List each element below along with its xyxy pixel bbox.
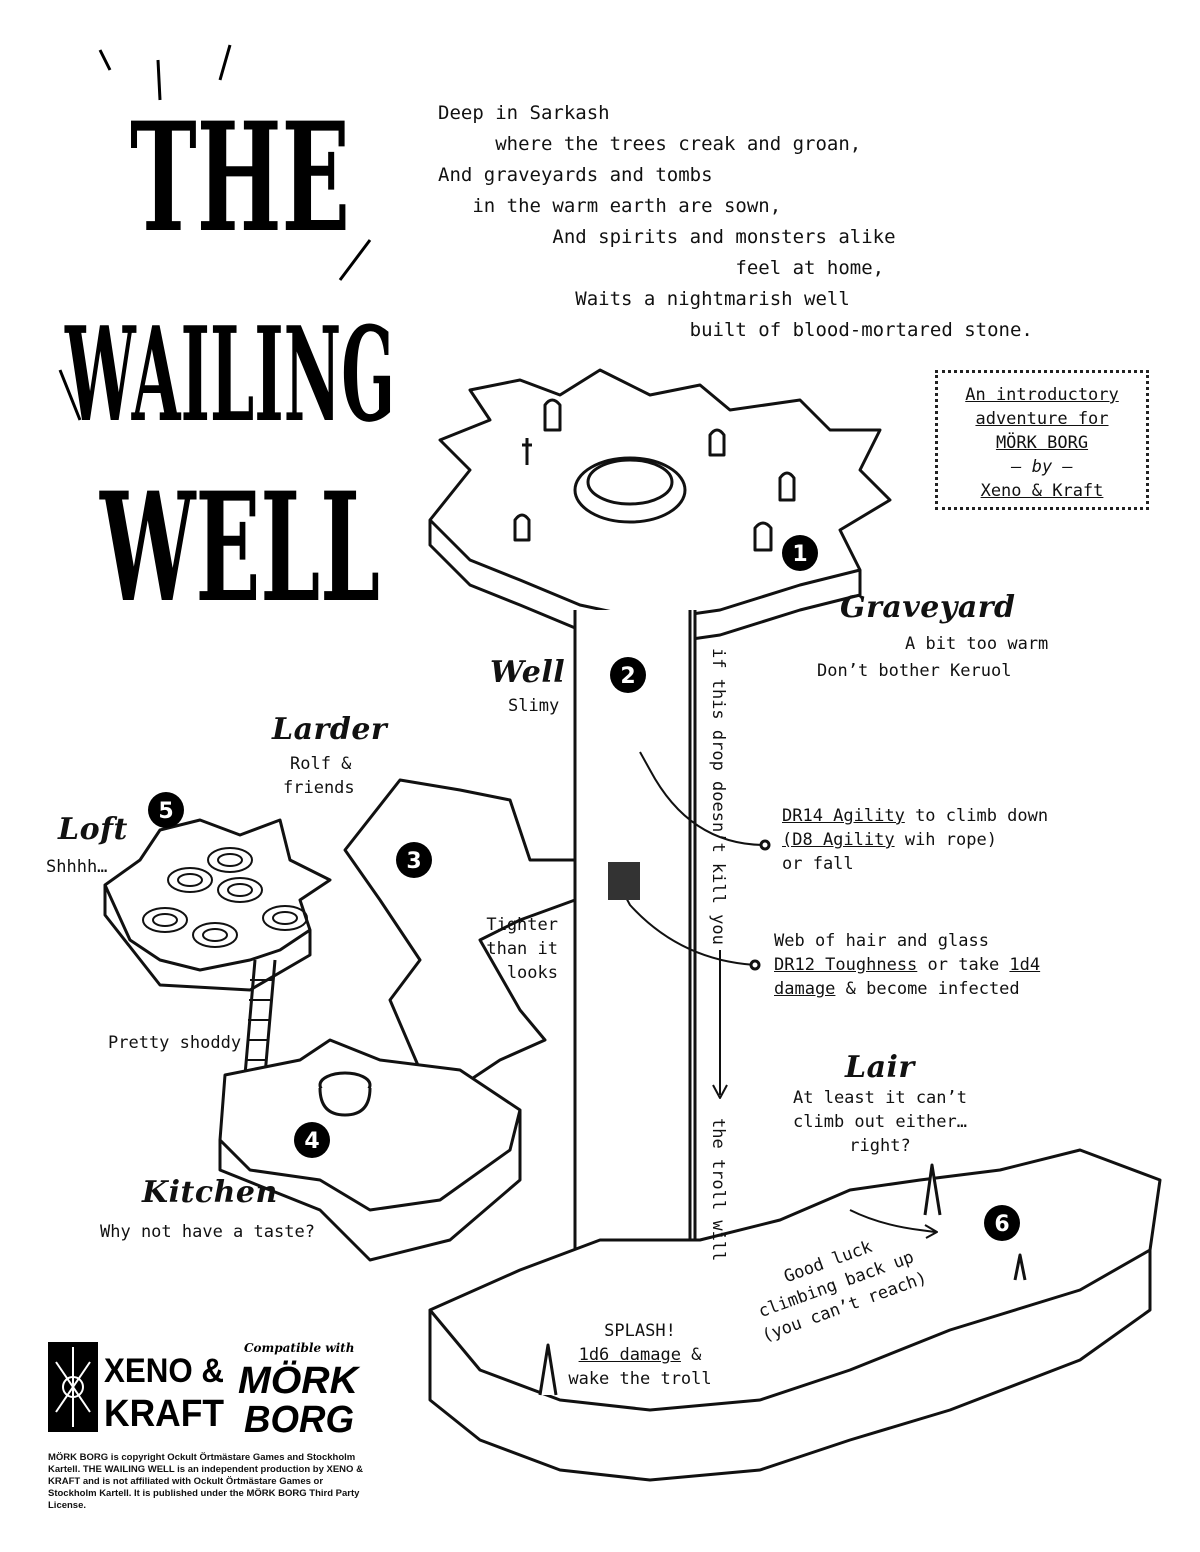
- kitchen-platform: [218, 1038, 522, 1212]
- title-line-3: WELL: [99, 460, 380, 600]
- loft-note: Shhhh…: [46, 857, 108, 877]
- intro-line: MÖRK BORG: [995, 433, 1089, 453]
- title-line-2: WAILING: [64, 298, 395, 451]
- compatible-text: Compatible with: [244, 1341, 354, 1355]
- larder-heading: Larder: [272, 712, 388, 747]
- title-line-1: THE: [130, 90, 350, 266]
- mork-text: MÖRK: [238, 1359, 361, 1402]
- larder-note-1: Rolf &: [290, 754, 352, 774]
- legal-notice: MÖRK BORG is copyright Ockult Örtmästare…: [48, 1452, 363, 1511]
- intro-line: An introductory: [965, 385, 1119, 405]
- svg-text:1: 1: [792, 542, 807, 567]
- location-number-2: 2: [610, 657, 646, 693]
- svg-text:6: 6: [994, 1212, 1009, 1237]
- poem-line: where the trees creak and groan,: [438, 133, 862, 155]
- kitchen-note: Why not have a taste?: [100, 1222, 315, 1242]
- climb-note: DR14 Agility to climb down (D8 Agility w…: [782, 806, 1049, 874]
- loft-heading: Loft: [58, 812, 128, 847]
- poem-line: And graveyards and tombs: [438, 164, 713, 186]
- splash-note: SPLASH! 1d6 damage & wake the troll: [568, 1321, 712, 1389]
- graveyard-note-2: Don’t bother Keruol: [817, 661, 1012, 681]
- svg-text:4: 4: [304, 1129, 319, 1154]
- location-number-6: 6: [984, 1205, 1020, 1241]
- svg-text:5: 5: [158, 799, 173, 824]
- graveyard-note-1: A bit too warm: [905, 634, 1049, 654]
- xeno-text: XENO &: [104, 1352, 224, 1390]
- web-note: Web of hair and glass DR12 Toughness or …: [774, 931, 1041, 999]
- troll-vertical-note: the troll will: [708, 1118, 728, 1262]
- intro-authors: Xeno & Kraft: [980, 481, 1104, 501]
- location-number-4: 4: [294, 1122, 330, 1158]
- location-number-5: 5: [148, 792, 184, 828]
- kitchen-heading: Kitchen: [142, 1175, 278, 1210]
- poem: Deep in Sarkash where the trees creak an…: [438, 98, 1158, 346]
- lair-heading: Lair: [845, 1050, 915, 1085]
- poem-line: Deep in Sarkash: [438, 102, 610, 124]
- well-note: Slimy: [508, 696, 560, 716]
- shoddy-note: Pretty shoddy: [108, 1033, 242, 1053]
- intro-line: adventure for: [975, 409, 1109, 429]
- intro-box: An introductory adventure for MÖRK BORG …: [935, 370, 1149, 510]
- svg-text:2: 2: [620, 664, 635, 689]
- poem-line: feel at home,: [438, 257, 885, 279]
- graveyard-heading: Graveyard: [840, 590, 1016, 625]
- location-number-1: 1: [782, 535, 818, 571]
- poem-line: in the warm earth are sown,: [438, 195, 782, 217]
- poem-line: Waits a nightmarish well: [438, 288, 850, 310]
- xeno-kraft-logo: XENO & KRAFT: [48, 1342, 224, 1432]
- lair-platform: [428, 1148, 1162, 1412]
- tighter-note: Tighter than it looks: [486, 915, 558, 983]
- larder-note-2: friends: [283, 778, 355, 798]
- poem-line: And spirits and monsters alike: [438, 226, 896, 248]
- kraft-text: KRAFT: [104, 1393, 224, 1432]
- title-art: THE WAILING WELL: [58, 44, 395, 600]
- intro-by: – by –: [1011, 457, 1073, 477]
- well-heading: Well: [490, 655, 566, 690]
- well-shaft: [573, 610, 697, 1302]
- drop-vertical-note: if this drop doesn’t kill you: [708, 648, 728, 945]
- svg-text:3: 3: [406, 849, 421, 874]
- borg-text: BORG: [244, 1399, 354, 1438]
- poem-line: built of blood-mortared stone.: [438, 319, 1033, 341]
- mork-borg-logo: Compatible with MÖRK BORG: [238, 1341, 361, 1438]
- location-number-3: 3: [396, 842, 432, 878]
- lair-note: At least it can’t climb out either… righ…: [793, 1088, 967, 1156]
